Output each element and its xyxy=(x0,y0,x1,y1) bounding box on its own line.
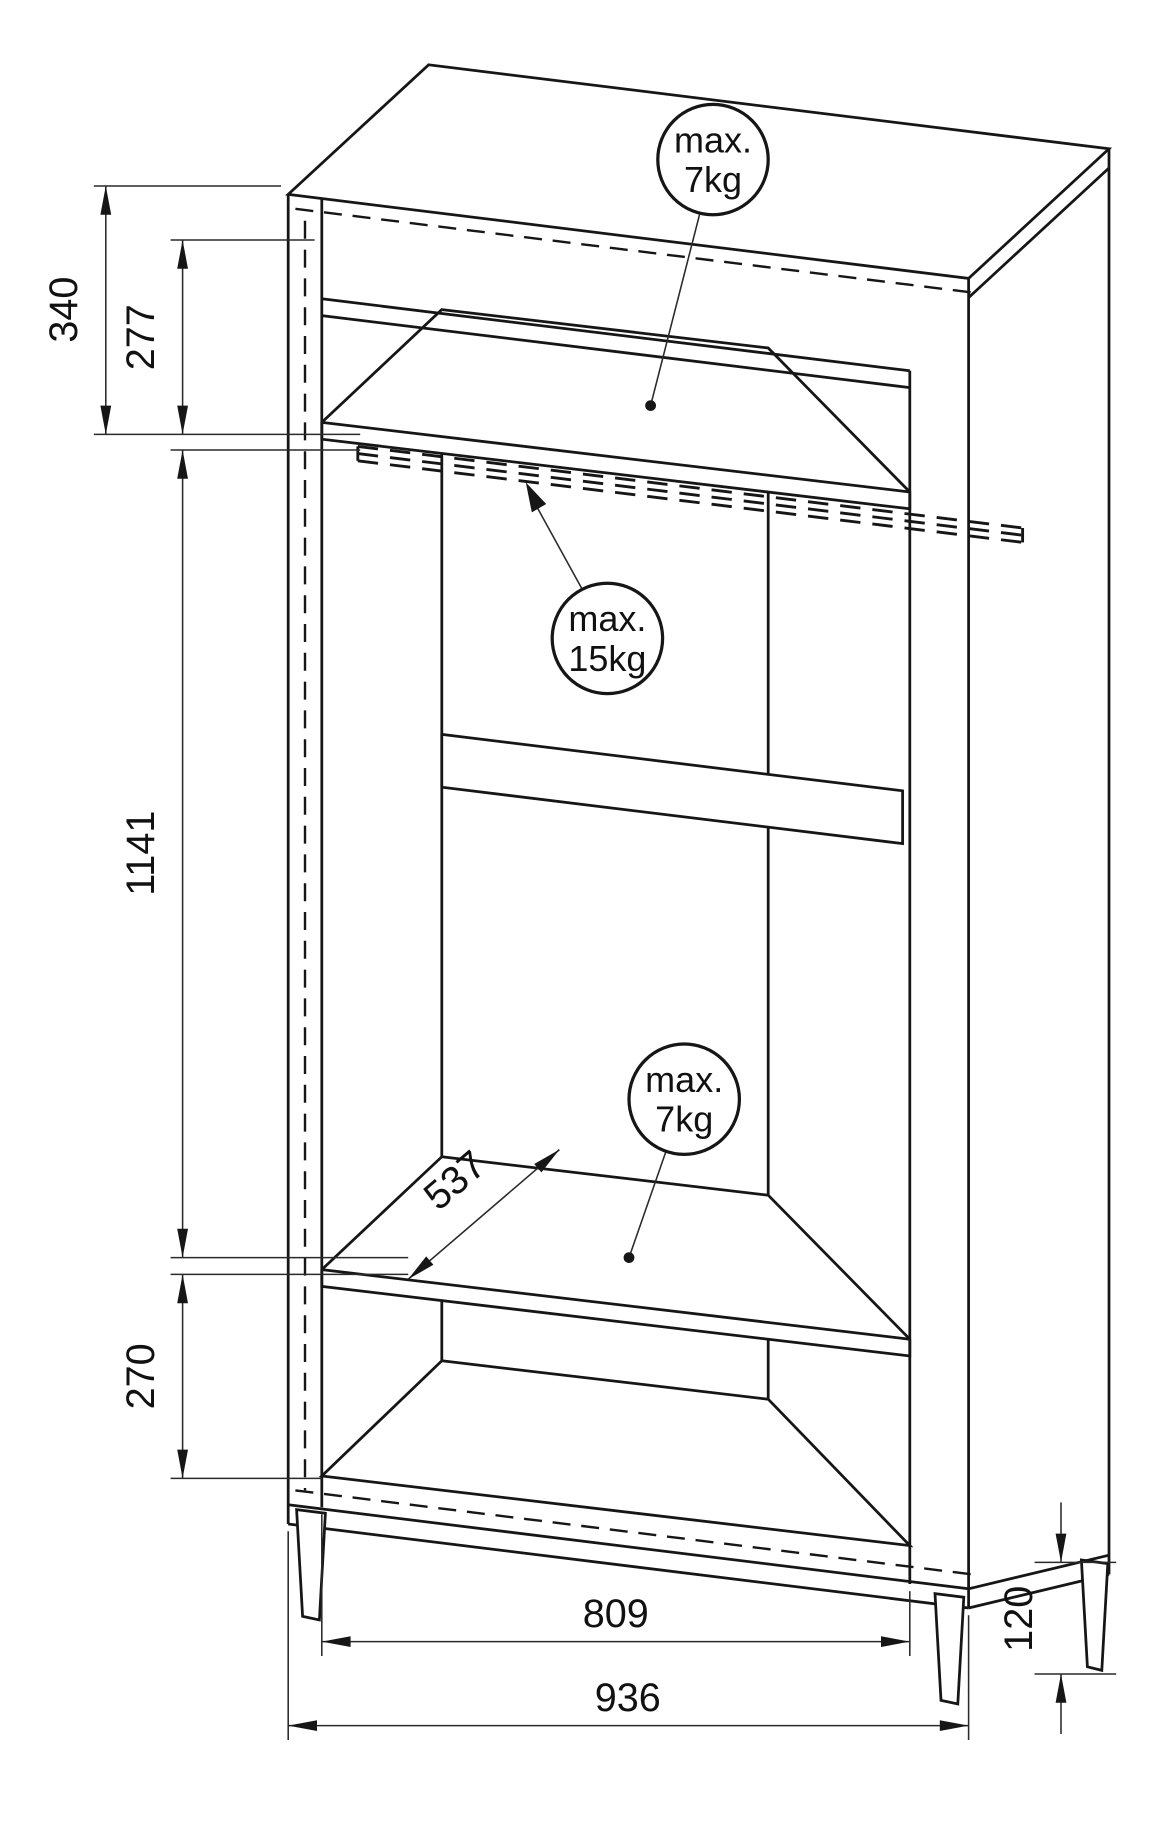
dim-label-277: 277 xyxy=(119,304,163,370)
back-right-leg xyxy=(1079,1558,1110,1673)
load-badge-hanging-rail: max. 15kg xyxy=(525,482,665,696)
dim-label-809: 809 xyxy=(583,1592,649,1636)
dimension-277: 277 xyxy=(119,240,188,435)
bottom-shelf xyxy=(320,1155,912,1358)
load-label-bottom-line2: 7kg xyxy=(655,1099,713,1140)
leader-dot xyxy=(645,400,656,411)
cabinet-interior xyxy=(318,308,914,1548)
dim-label-120: 120 xyxy=(997,1586,1041,1652)
load-label-top-line2: 7kg xyxy=(684,159,742,200)
cabinet-carcass xyxy=(285,63,1113,1610)
hanging-rail xyxy=(356,444,1025,544)
front-right-leg xyxy=(933,1592,966,1706)
bottom-front-band xyxy=(288,1522,969,1610)
door-hidden-outline xyxy=(295,207,975,1576)
front-left-leg xyxy=(295,1508,327,1622)
middle-back-rail xyxy=(440,732,904,846)
load-label-bottom-line1: max. xyxy=(645,1059,723,1100)
load-label-rail-line2: 15kg xyxy=(568,638,646,679)
dim-label-936: 936 xyxy=(595,1676,661,1720)
opening-top-edge xyxy=(321,297,910,373)
load-label-top-line1: max. xyxy=(674,119,752,160)
leader-line xyxy=(649,213,701,406)
load-label-rail-line1: max. xyxy=(568,598,646,639)
load-badge-top-shelf: max. 7kg xyxy=(645,102,770,411)
dim-label-1141: 1141 xyxy=(119,811,163,896)
dimension-1141: 1141 xyxy=(119,450,188,1258)
leader-arrowhead xyxy=(525,482,547,513)
load-badge-bottom-shelf: max. 7kg xyxy=(623,1042,742,1263)
bottom-front-edge xyxy=(288,1503,969,1591)
badge-circle xyxy=(550,581,665,696)
dim-label-340: 340 xyxy=(42,277,86,343)
dim-label-270: 270 xyxy=(119,1343,163,1409)
leader-line xyxy=(535,506,583,590)
dimension-340: 340 xyxy=(42,186,112,435)
badge-circle xyxy=(627,1042,742,1157)
badge-circle xyxy=(656,102,770,217)
dimension-270: 270 xyxy=(119,1274,188,1479)
opening-top-edge-thickness xyxy=(321,314,910,389)
dimension-120: 120 xyxy=(997,1502,1067,1734)
leader-dot xyxy=(623,1252,635,1263)
leader-line xyxy=(628,1150,667,1258)
dimension-annotations: 340 277 1141 270 537 xyxy=(42,185,1117,1740)
cabinet-floor xyxy=(318,1359,914,1548)
dimension-809: 809 xyxy=(321,1592,910,1647)
top-panel-thickness-edge xyxy=(967,166,1110,299)
dimension-936: 936 xyxy=(288,1676,969,1731)
